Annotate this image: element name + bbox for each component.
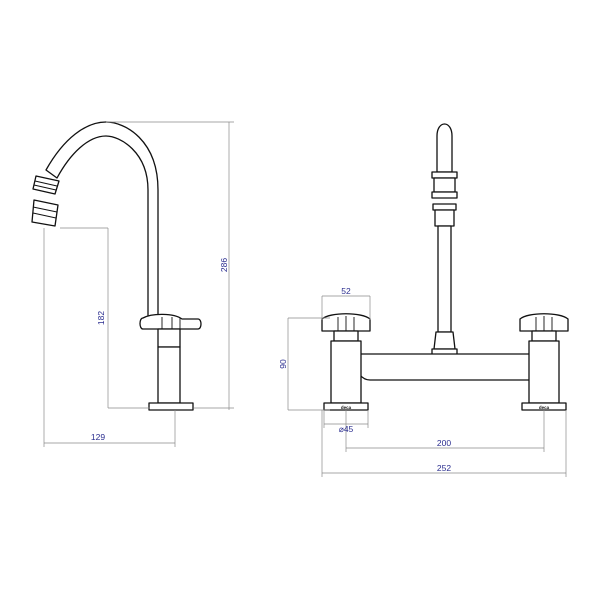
side-body-collar — [157, 328, 181, 348]
dim-front-base-height: 90 — [278, 359, 288, 369]
front-dimension-lines — [287, 295, 567, 477]
side-body — [157, 346, 181, 404]
dim-front-center-distance: 200 — [437, 438, 451, 448]
front-right-brand: deca — [539, 405, 550, 410]
dim-side-width: 129 — [91, 432, 105, 442]
front-left-brand: deca — [341, 405, 352, 410]
front-view: deca deca 52 90 ⌀45 200 252 — [278, 123, 569, 477]
dim-front-total-width: 252 — [437, 463, 451, 473]
side-aerator — [31, 175, 60, 227]
front-bridge — [355, 353, 535, 381]
dim-side-total-height: 286 — [219, 258, 229, 272]
front-spout — [431, 123, 458, 364]
dim-front-handle-width: 52 — [341, 286, 351, 296]
side-base — [148, 402, 194, 411]
front-right-valve: deca — [519, 313, 569, 411]
side-dimension-lines — [43, 121, 234, 447]
side-spout-tube — [45, 121, 159, 323]
side-handle — [139, 313, 202, 330]
dim-side-spout-height: 182 — [96, 311, 106, 325]
dim-front-base-diameter: ⌀45 — [339, 424, 354, 434]
side-view: 129 182 286 — [31, 121, 234, 447]
front-left-valve: deca — [321, 313, 371, 411]
